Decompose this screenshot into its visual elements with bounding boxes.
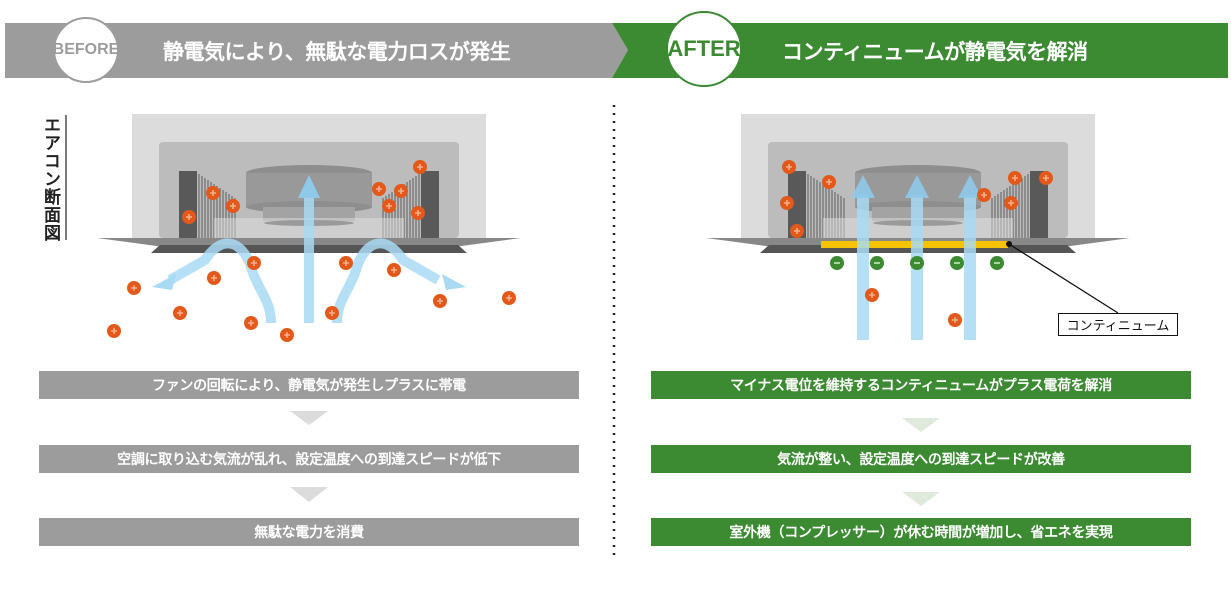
continuum-callout: コンティニューム bbox=[1058, 313, 1178, 336]
before-title: 静電気により、無駄な電力ロスが発生 bbox=[163, 40, 511, 64]
step-arrow bbox=[290, 411, 328, 425]
after-badge: AFTER bbox=[666, 11, 742, 87]
step-arrow bbox=[902, 492, 940, 506]
before-aircon-cross-section bbox=[96, 113, 522, 343]
step-arrow bbox=[902, 418, 940, 432]
after-step-2: 気流が整い、設定温度への到達スピードが改善 bbox=[651, 445, 1191, 473]
after-step-1: マイナス電位を維持するコンティニュームがプラス電荷を解消 bbox=[651, 371, 1191, 399]
negative-charges bbox=[829, 255, 1005, 271]
after-header-bar bbox=[612, 23, 1228, 78]
after-aircon-cross-section bbox=[705, 113, 1131, 340]
straight-airflow-arrows bbox=[857, 195, 976, 340]
step-arrow bbox=[290, 487, 328, 502]
before-step-1: ファンの回転により、静電気が発生しプラスに帯電 bbox=[39, 371, 579, 399]
before-badge: BEFORE bbox=[53, 17, 119, 83]
after-title: コンティニュームが静電気を解消 bbox=[782, 40, 1088, 64]
after-step-3: 室外機（コンプレッサー）が休む時間が増加し、省エネを実現 bbox=[651, 518, 1191, 546]
before-header-bar bbox=[5, 23, 628, 78]
before-step-3: 無駄な電力を消費 bbox=[39, 518, 579, 546]
aircon-cross-section-label: エアコン断面図 bbox=[40, 116, 60, 242]
before-step-2: 空調に取り込む気流が乱れ、設定温度への到達スピードが低下 bbox=[39, 445, 579, 473]
